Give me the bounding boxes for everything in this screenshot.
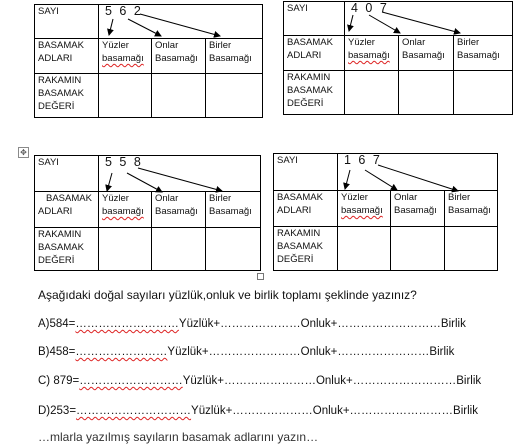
number-cell[interactable]: 4 0 7 <box>344 1 513 36</box>
number-cell[interactable]: 5 6 2 <box>98 4 263 39</box>
answer-cell[interactable] <box>151 227 206 271</box>
number-cell[interactable]: 5 5 8 <box>98 155 261 192</box>
number-value: 1 6 7 <box>344 153 382 167</box>
answer-cell[interactable] <box>453 70 513 115</box>
number-value: 5 6 2 <box>105 4 143 18</box>
answer-cell[interactable] <box>337 226 391 271</box>
sayi-label: SAYI <box>34 4 99 39</box>
partial-next-line: …mlarla yazılmış sayıların basamak adlar… <box>38 430 319 444</box>
question-b: B)458=……………………Yüzlük+……………………Onluk+……………… <box>38 346 455 358</box>
sayi-label: SAYI <box>34 155 99 192</box>
sayi-label: SAYI <box>283 1 345 36</box>
table-move-handle-icon[interactable]: ✥ <box>18 147 29 158</box>
number-value: 5 5 8 <box>105 155 143 169</box>
answer-cell[interactable] <box>151 73 206 118</box>
table-resize-handle[interactable] <box>257 273 264 280</box>
answer-cell[interactable] <box>98 73 152 118</box>
answer-cell[interactable] <box>98 227 152 271</box>
question-a: A)584=………………………Yüzlük+…………………Onluk+……………… <box>38 318 466 330</box>
number-value: 4 0 7 <box>351 1 389 15</box>
question-d: D)253=…………………………Yüzlük+…………………Onluk+…………… <box>38 405 478 417</box>
answer-cell[interactable] <box>344 70 399 115</box>
answer-cell[interactable] <box>444 226 498 271</box>
answer-cell[interactable] <box>390 226 445 271</box>
question-c: C) 879=………………………Yüzlük+……………………Onluk+………… <box>38 375 482 387</box>
number-cell[interactable]: 1 6 7 <box>337 153 498 191</box>
answer-cell[interactable] <box>205 73 263 118</box>
answer-cell[interactable] <box>205 227 261 271</box>
instruction-heading: Aşağıdaki doğal sayıları yüzlük,onluk ve… <box>38 288 417 302</box>
sayi-label: SAYI <box>273 153 338 191</box>
answer-cell[interactable] <box>398 70 454 115</box>
